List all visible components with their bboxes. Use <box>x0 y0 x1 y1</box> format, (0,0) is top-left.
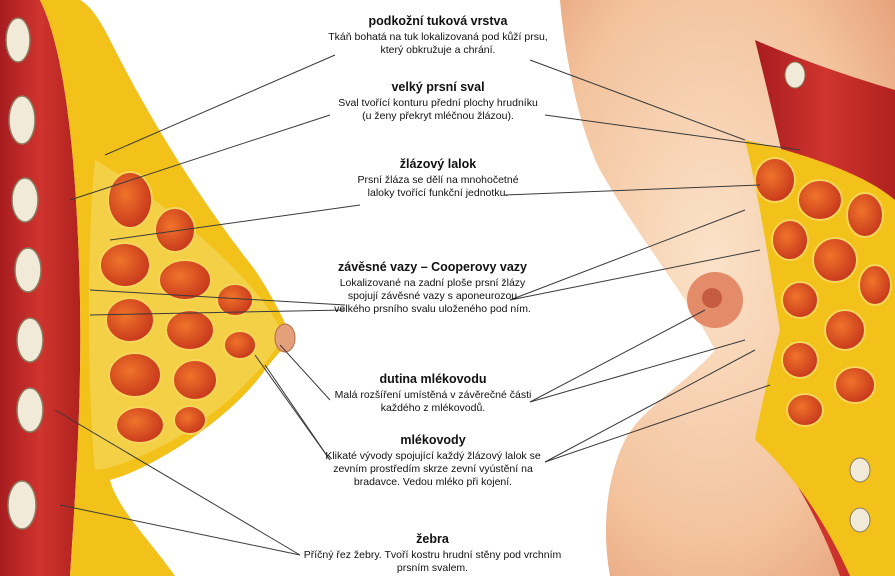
nipple <box>702 288 722 308</box>
label-title: velký prsní sval <box>333 80 543 95</box>
label-title: závěsné vazy – Cooperovy vazy <box>330 260 535 275</box>
label-title: mlékovody <box>318 433 548 448</box>
label-description: Tkáň bohatá na tuk lokalizovaná pod kůží… <box>318 31 558 57</box>
label-description: Klikaté vývody spojující každý žlázový l… <box>318 450 548 489</box>
sagittal-section <box>0 0 295 576</box>
label-description: Lokalizované na zadní ploše prsní žlázy … <box>330 277 535 316</box>
label-description: Sval tvořící konturu přední plochy hrudn… <box>333 97 543 123</box>
label-description: Příčný řez žebry. Tvoří kostru hrudní st… <box>300 549 565 575</box>
label-duct-sinus: dutina mlékovodu Malá rozšíření umístěná… <box>318 372 548 415</box>
label-description: Prsní žláza se dělí na mnohočetné laloky… <box>348 174 528 200</box>
external-view <box>560 0 895 576</box>
label-cooper-ligaments: závěsné vazy – Cooperovy vazy Lokalizova… <box>330 260 535 316</box>
label-description: Malá rozšíření umístěná v závěrečné část… <box>318 389 548 415</box>
nipple-section <box>275 324 295 352</box>
label-gland-lobe: žlázový lalok Prsní žláza se dělí na mno… <box>348 157 528 200</box>
label-pectoral-muscle: velký prsní sval Sval tvořící konturu př… <box>333 80 543 123</box>
label-title: žebra <box>300 532 565 547</box>
label-title: podkožní tuková vrstva <box>318 14 558 29</box>
label-subcutaneous-fat: podkožní tuková vrstva Tkáň bohatá na tu… <box>318 14 558 57</box>
label-ribs: žebra Příčný řez žebry. Tvoří kostru hru… <box>300 532 565 575</box>
label-title: dutina mlékovodu <box>318 372 548 387</box>
label-milk-ducts: mlékovody Klikaté vývody spojující každý… <box>318 433 548 489</box>
label-title: žlázový lalok <box>348 157 528 172</box>
